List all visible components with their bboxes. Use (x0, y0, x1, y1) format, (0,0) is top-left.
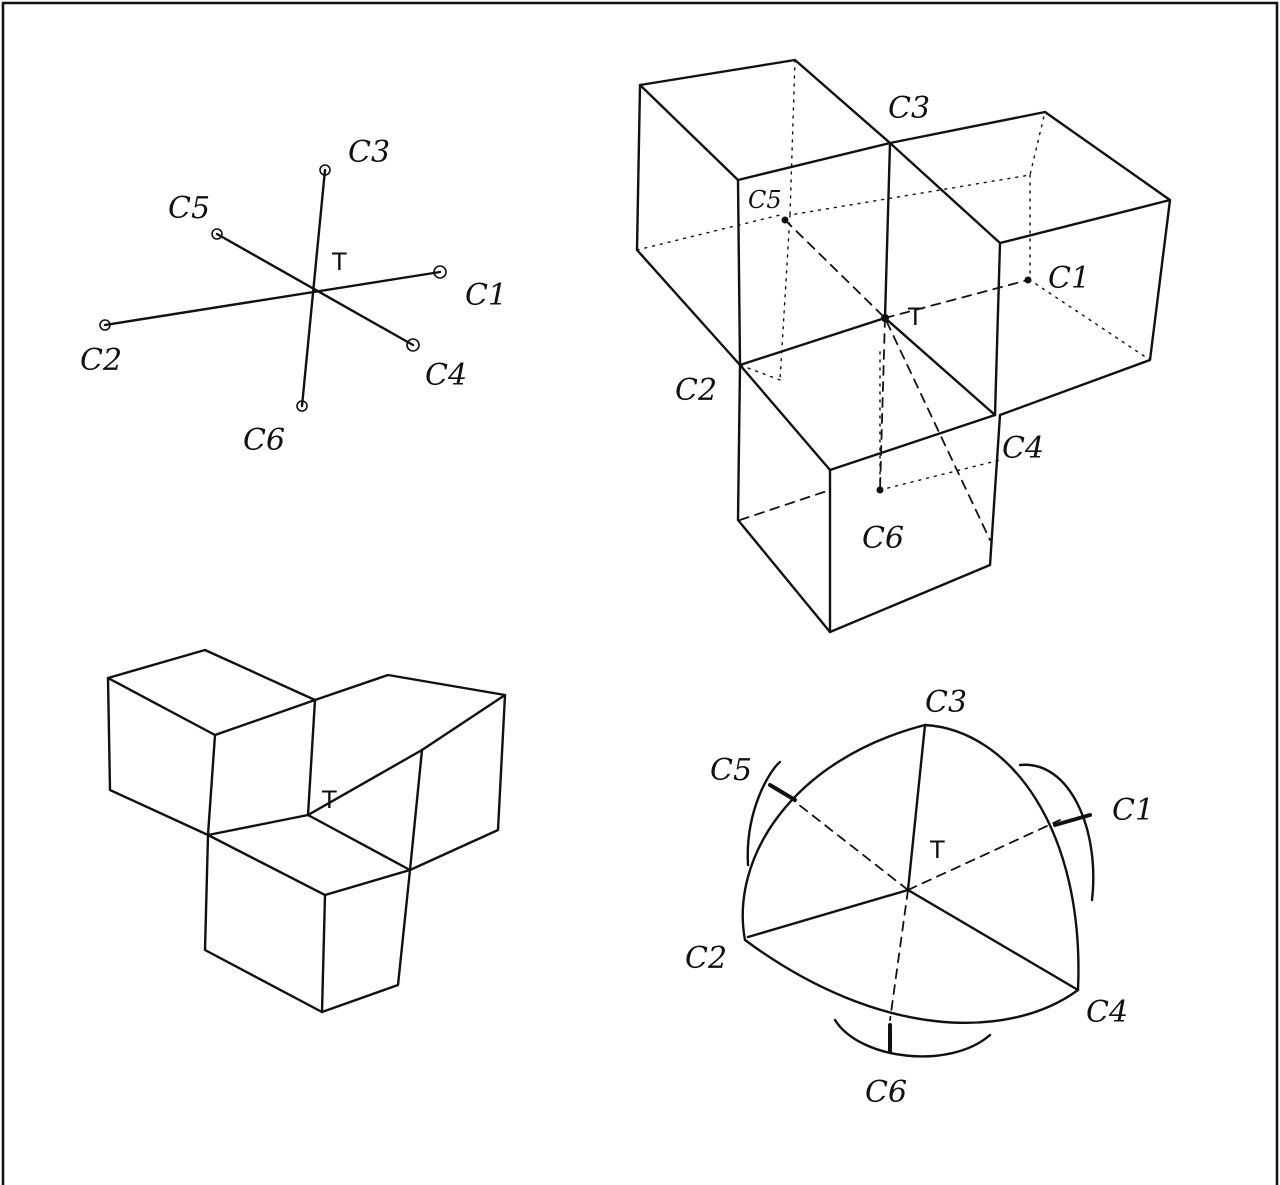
axis-c3-c6 (300, 168, 327, 408)
solid-center-label: T (321, 786, 337, 814)
node-c6 (296, 400, 308, 412)
cubes-solid-panel: T (106, 648, 507, 1014)
edge-c5-c2 (736, 178, 742, 367)
node-c2 (99, 319, 111, 331)
sphere-label-c1: C1 (1112, 793, 1154, 828)
bulge-c5 (746, 760, 782, 867)
node-c1 (433, 265, 447, 279)
lower-cube-top-front (206, 833, 412, 897)
sphere-label-c2: C2 (685, 941, 727, 976)
solid-silhouette (106, 648, 507, 1014)
cubes-wire-panel: T C3 C5 C1 C2 C4 C6 (635, 58, 1172, 634)
right-cube-front-edge (408, 748, 424, 872)
spoke-c1-dashed (907, 819, 1061, 891)
edge-c3-t (883, 141, 892, 320)
point-c6 (876, 486, 884, 494)
wire-label-c2: C2 (675, 373, 717, 408)
spoke-c2 (746, 888, 910, 939)
star-label-c4: C4 (425, 358, 467, 393)
spoke-c6-dashed (889, 889, 909, 1021)
star-label-c3: C3 (348, 135, 390, 170)
point-t (881, 314, 889, 322)
sphere-label-c6: C6 (865, 1075, 907, 1110)
wire-label-c5: C5 (748, 186, 782, 214)
sphere-panel: T C3 C5 C1 C2 C4 C6 (685, 685, 1154, 1110)
star-center-label: T (331, 248, 347, 276)
node-c5 (211, 228, 223, 240)
sphere-label-c5: C5 (710, 753, 752, 788)
bulge-c6 (833, 1018, 992, 1058)
edge-c1-c4 (993, 241, 1002, 417)
point-c1 (1024, 276, 1032, 284)
wire-label-c4: C4 (1002, 431, 1044, 466)
wire-label-c1: C1 (1048, 261, 1090, 296)
right-cube-top (306, 693, 507, 817)
mark-c1 (1053, 813, 1092, 827)
wire-label-c3: C3 (888, 91, 930, 126)
axis-t-c6-dashed (879, 317, 886, 491)
lower-cube-top (206, 813, 412, 872)
star-panel: T C1 C2 C3 C4 C5 C6 (80, 135, 507, 458)
lower-cube-front-edge (320, 893, 327, 1014)
sphere-outline (741, 723, 1080, 1024)
spoke-c3 (906, 723, 927, 892)
axis-t-c1-dashed (884, 279, 1029, 319)
axis-c5-c4 (215, 232, 415, 347)
sphere-label-c3: C3 (925, 685, 967, 720)
bulge-c1 (1018, 763, 1095, 902)
star-label-c6: C6 (243, 423, 285, 458)
node-c4 (406, 338, 420, 352)
sphere-label-c4: C4 (1086, 995, 1128, 1030)
point-c5 (781, 216, 789, 224)
wire-center-label: T (907, 303, 923, 331)
spoke-c4 (906, 888, 1080, 992)
wire-label-c6: C6 (862, 521, 904, 556)
star-label-c2: C2 (80, 343, 122, 378)
left-cube-front-edge (206, 733, 217, 837)
sphere-center-label: T (929, 836, 945, 864)
star-label-c5: C5 (168, 191, 210, 226)
star-label-c1: C1 (465, 278, 507, 313)
mark-c5 (768, 783, 797, 802)
lower-back-dashed (739, 489, 831, 521)
node-c3 (319, 164, 331, 176)
axis-c5-c4-dashed (784, 219, 991, 541)
axis-c2-c1 (103, 270, 442, 327)
center-vertical-edge (306, 698, 317, 817)
edges-c2-t-c4 (738, 316, 997, 417)
spoke-c5-dashed (779, 789, 909, 891)
